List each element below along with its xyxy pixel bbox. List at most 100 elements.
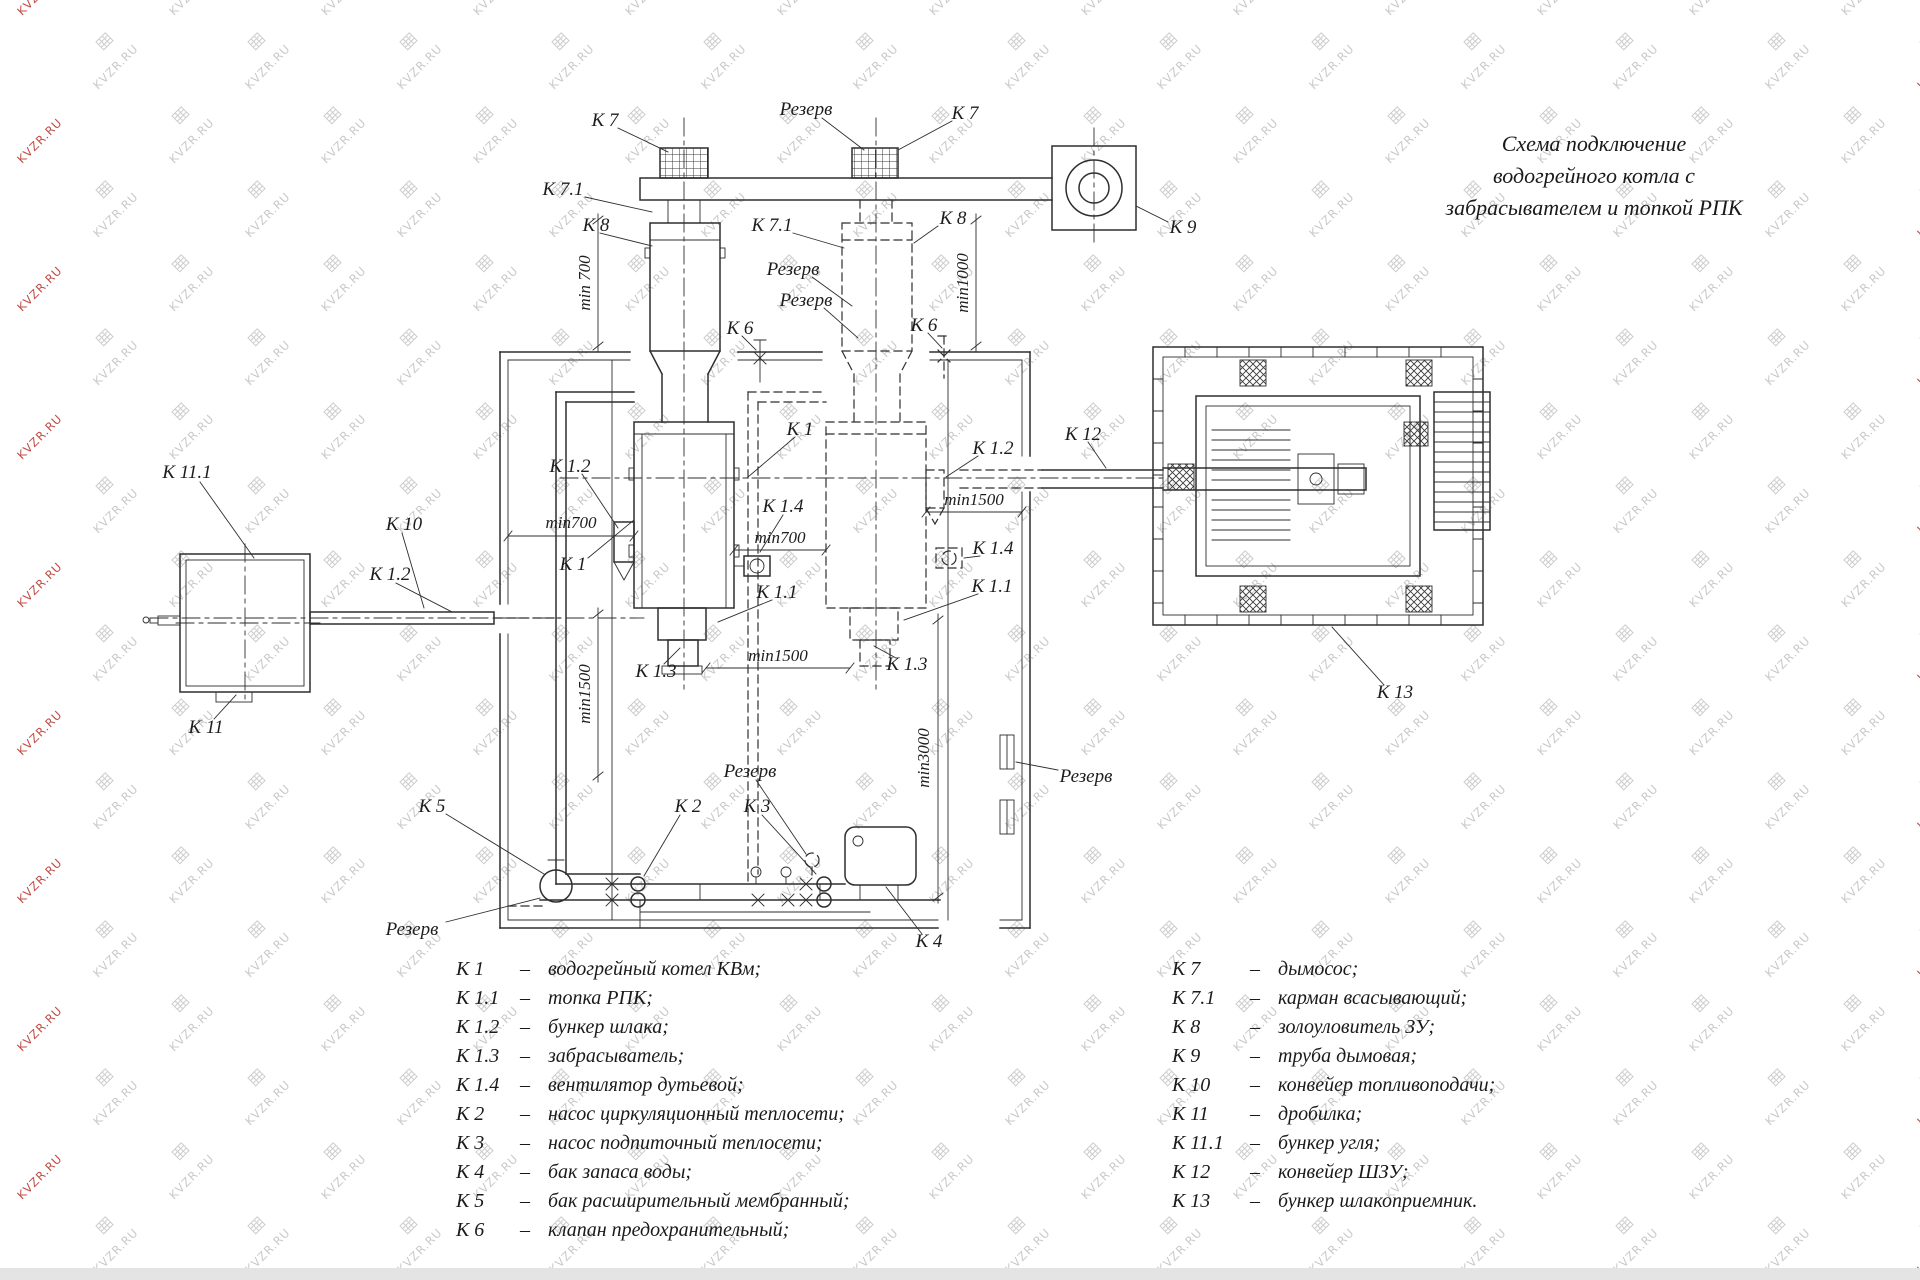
legend-separator: – [520,1219,530,1241]
watermark-grid-icon [1007,624,1026,643]
watermark-grid-icon [399,624,418,643]
legend-desc: золоуловитель ЗУ; [1278,1016,1435,1038]
watermark-grid-icon [855,180,874,199]
watermark-grid-icon [627,254,646,273]
watermark-grid-icon [1691,1142,1710,1161]
watermark-grid-icon [399,1216,418,1235]
legend-desc: карман всасывающий; [1278,987,1468,1009]
watermark-grid-icon [399,1068,418,1087]
legend-separator: – [520,958,530,980]
legend-item: К 4–бак запаса воды; [456,1161,850,1190]
watermark-grid-icon [1691,550,1710,569]
title-line-3: забрасывателем и топкой РПК [1445,194,1743,220]
watermark-grid-icon [703,32,722,51]
watermark-grid-icon [247,1216,266,1235]
leader-lines [199,117,1385,935]
watermark-grid-icon [475,106,494,125]
watermark-grid-icon [1539,846,1558,865]
watermark-grid-icon [627,1142,646,1161]
watermark-grid-icon [1235,550,1254,569]
legend-desc: бак расширительный мембранный; [548,1190,850,1212]
watermark-grid-icon [399,328,418,347]
legend-desc: конвейер топливоподачи; [1278,1074,1496,1096]
watermark-grid-icon [1083,106,1102,125]
reserve-pipes [747,391,827,885]
watermark-grid-icon [1311,920,1330,939]
watermark-grid-icon [171,1142,190,1161]
watermark-grid-icon [551,1068,570,1087]
title-line-2: водогрейного котла с [1493,162,1695,188]
watermark-grid-icon [1767,772,1786,791]
watermark-grid-icon [399,476,418,495]
watermark-grid-icon [1311,772,1330,791]
watermark-grid-icon [1387,846,1406,865]
watermark-grid-icon [931,402,950,421]
watermark-grid-icon [1615,624,1634,643]
watermark-grid-icon [1615,1216,1634,1235]
legend-separator: – [520,1045,530,1067]
watermark-grid-icon [1159,624,1178,643]
legend-key: К 11.1 [1172,1132,1224,1154]
watermark-grid-icon [95,1068,114,1087]
legend-desc: водогрейный котел КВм; [548,958,762,980]
watermark-grid-icon [703,1068,722,1087]
watermark-grid-icon [1083,994,1102,1013]
watermark-grid-icon [247,1068,266,1087]
watermark-grid-icon [779,698,798,717]
coal-bunker-group [142,553,561,703]
legend-separator: – [1250,958,1260,980]
watermark-grid-icon [171,106,190,125]
watermark-grid-icon [1159,180,1178,199]
watermark-grid-icon [247,920,266,939]
legend-separator: – [520,1103,530,1125]
legend-desc: вентилятор дутьевой; [548,1074,744,1096]
legend-separator: – [520,987,530,1009]
watermark-grid-icon [1311,32,1330,51]
watermark-grid-icon [931,106,950,125]
watermark-grid-icon [1159,1068,1178,1087]
watermark-grid-icon [399,180,418,199]
watermark-grid-icon [171,994,190,1013]
legend-separator: – [520,1190,530,1212]
watermark-grid-icon [1387,402,1406,421]
watermark-grid-icon [95,32,114,51]
legend-desc: дробилка; [1278,1103,1363,1125]
legend-desc: труба дымовая; [1278,1045,1418,1067]
watermark-grid-icon [1311,328,1330,347]
legend-item: К 5–бак расширительный мембранный; [456,1190,850,1219]
watermark-grid-icon [1615,772,1634,791]
legend-desc: бак запаса воды; [548,1161,693,1183]
watermark-grid-icon [931,254,950,273]
watermark-grid-icon [323,106,342,125]
legend-key: К 12 [1172,1161,1211,1183]
watermark-grid-icon [95,624,114,643]
watermark-grid-icon [779,846,798,865]
legend-desc: топка РПК; [548,987,653,1009]
boiler-room-outline [499,351,1031,929]
legend-separator: – [520,1132,530,1154]
legend-key: К 9 [1172,1045,1201,1067]
legend-key: К 1.1 [456,987,500,1009]
watermark-grid-icon [1539,698,1558,717]
watermark-grid-icon [475,846,494,865]
drawing-title: Схема подключение водогрейного котла с з… [1398,128,1790,224]
watermark-grid-icon [1691,698,1710,717]
watermark-grid-icon [247,32,266,51]
watermark-grid-icon [1615,328,1634,347]
watermark-grid-icon [931,1142,950,1161]
watermark-grid-icon [1083,698,1102,717]
watermark-grid-icon [1767,328,1786,347]
legend-item: К 7.1–карман всасывающий; [1172,987,1495,1016]
watermark-grid-icon [1843,106,1862,125]
watermark-grid-icon [1083,1142,1102,1161]
legend-separator: – [520,1016,530,1038]
legend-key: К 1.3 [456,1045,500,1067]
watermark-grid-icon [855,624,874,643]
watermark-grid-icon [1539,106,1558,125]
legend-desc: бункер шлакоприемник. [1278,1190,1478,1212]
watermark-grid-icon [703,476,722,495]
watermark-grid-icon [779,254,798,273]
legend-item: К 1.2–бункер шлака; [456,1016,850,1045]
dimension-lines [503,213,1027,904]
watermark-grid-icon [1159,920,1178,939]
